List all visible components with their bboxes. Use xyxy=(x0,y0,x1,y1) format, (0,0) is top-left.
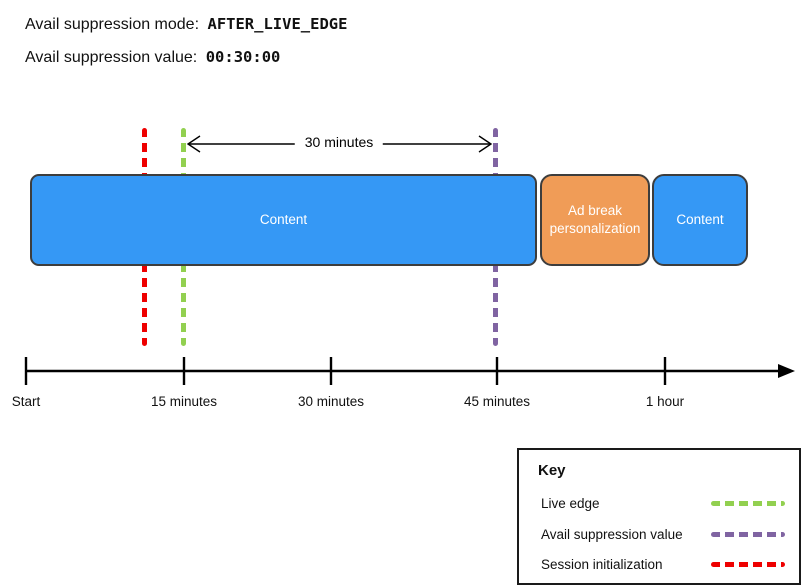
content-block-right: Content xyxy=(652,174,748,266)
key-item-session-initialization-label: Session initialization xyxy=(541,556,663,572)
header: Avail suppression mode: AFTER_LIVE_EDGE … xyxy=(25,8,347,74)
avail-suppression-value-line: Avail suppression value: 00:30:00 xyxy=(25,41,347,74)
tick-label-start: Start xyxy=(11,394,41,409)
key-item-avail-suppression-value-label: Avail suppression value xyxy=(541,526,683,542)
ad-break-personalization-block: Ad break personalization xyxy=(540,174,650,266)
key-box: Key Live edge Avail suppression value Se… xyxy=(517,448,801,585)
duration-label: 30 minutes xyxy=(294,134,384,150)
content-block-right-label: Content xyxy=(676,211,724,227)
tick-label-1-hour: 1 hour xyxy=(645,394,685,409)
key-item-live-edge: Live edge xyxy=(541,495,785,511)
tick-label-30-minutes: 30 minutes xyxy=(297,394,365,409)
avail-suppression-mode-value: AFTER_LIVE_EDGE xyxy=(207,15,348,33)
avail-suppression-mode-label: Avail suppression mode: xyxy=(25,16,200,33)
session-initialization-dash-swatch xyxy=(711,561,785,567)
content-block-left-label: Content xyxy=(259,211,308,227)
avail-suppression-mode-line: Avail suppression mode: AFTER_LIVE_EDGE xyxy=(25,8,347,41)
avail-suppression-value-label: Avail suppression value: xyxy=(25,49,198,66)
content-block-left: Content xyxy=(30,174,537,266)
avail-suppression-value-value: 00:30:00 xyxy=(205,48,281,66)
ad-break-personalization-label: Ad break personalization xyxy=(549,202,641,236)
tick-label-15-minutes: 15 minutes xyxy=(150,394,218,409)
key-title: Key xyxy=(538,462,566,479)
key-item-session-initialization: Session initialization xyxy=(541,556,785,572)
live-edge-dash-swatch xyxy=(711,500,785,506)
timeline-axis xyxy=(24,357,795,385)
tick-label-45-minutes: 45 minutes xyxy=(463,394,531,409)
avail-suppression-dash-swatch xyxy=(711,531,785,537)
key-item-live-edge-label: Live edge xyxy=(541,495,600,511)
key-item-avail-suppression-value: Avail suppression value xyxy=(541,526,785,542)
